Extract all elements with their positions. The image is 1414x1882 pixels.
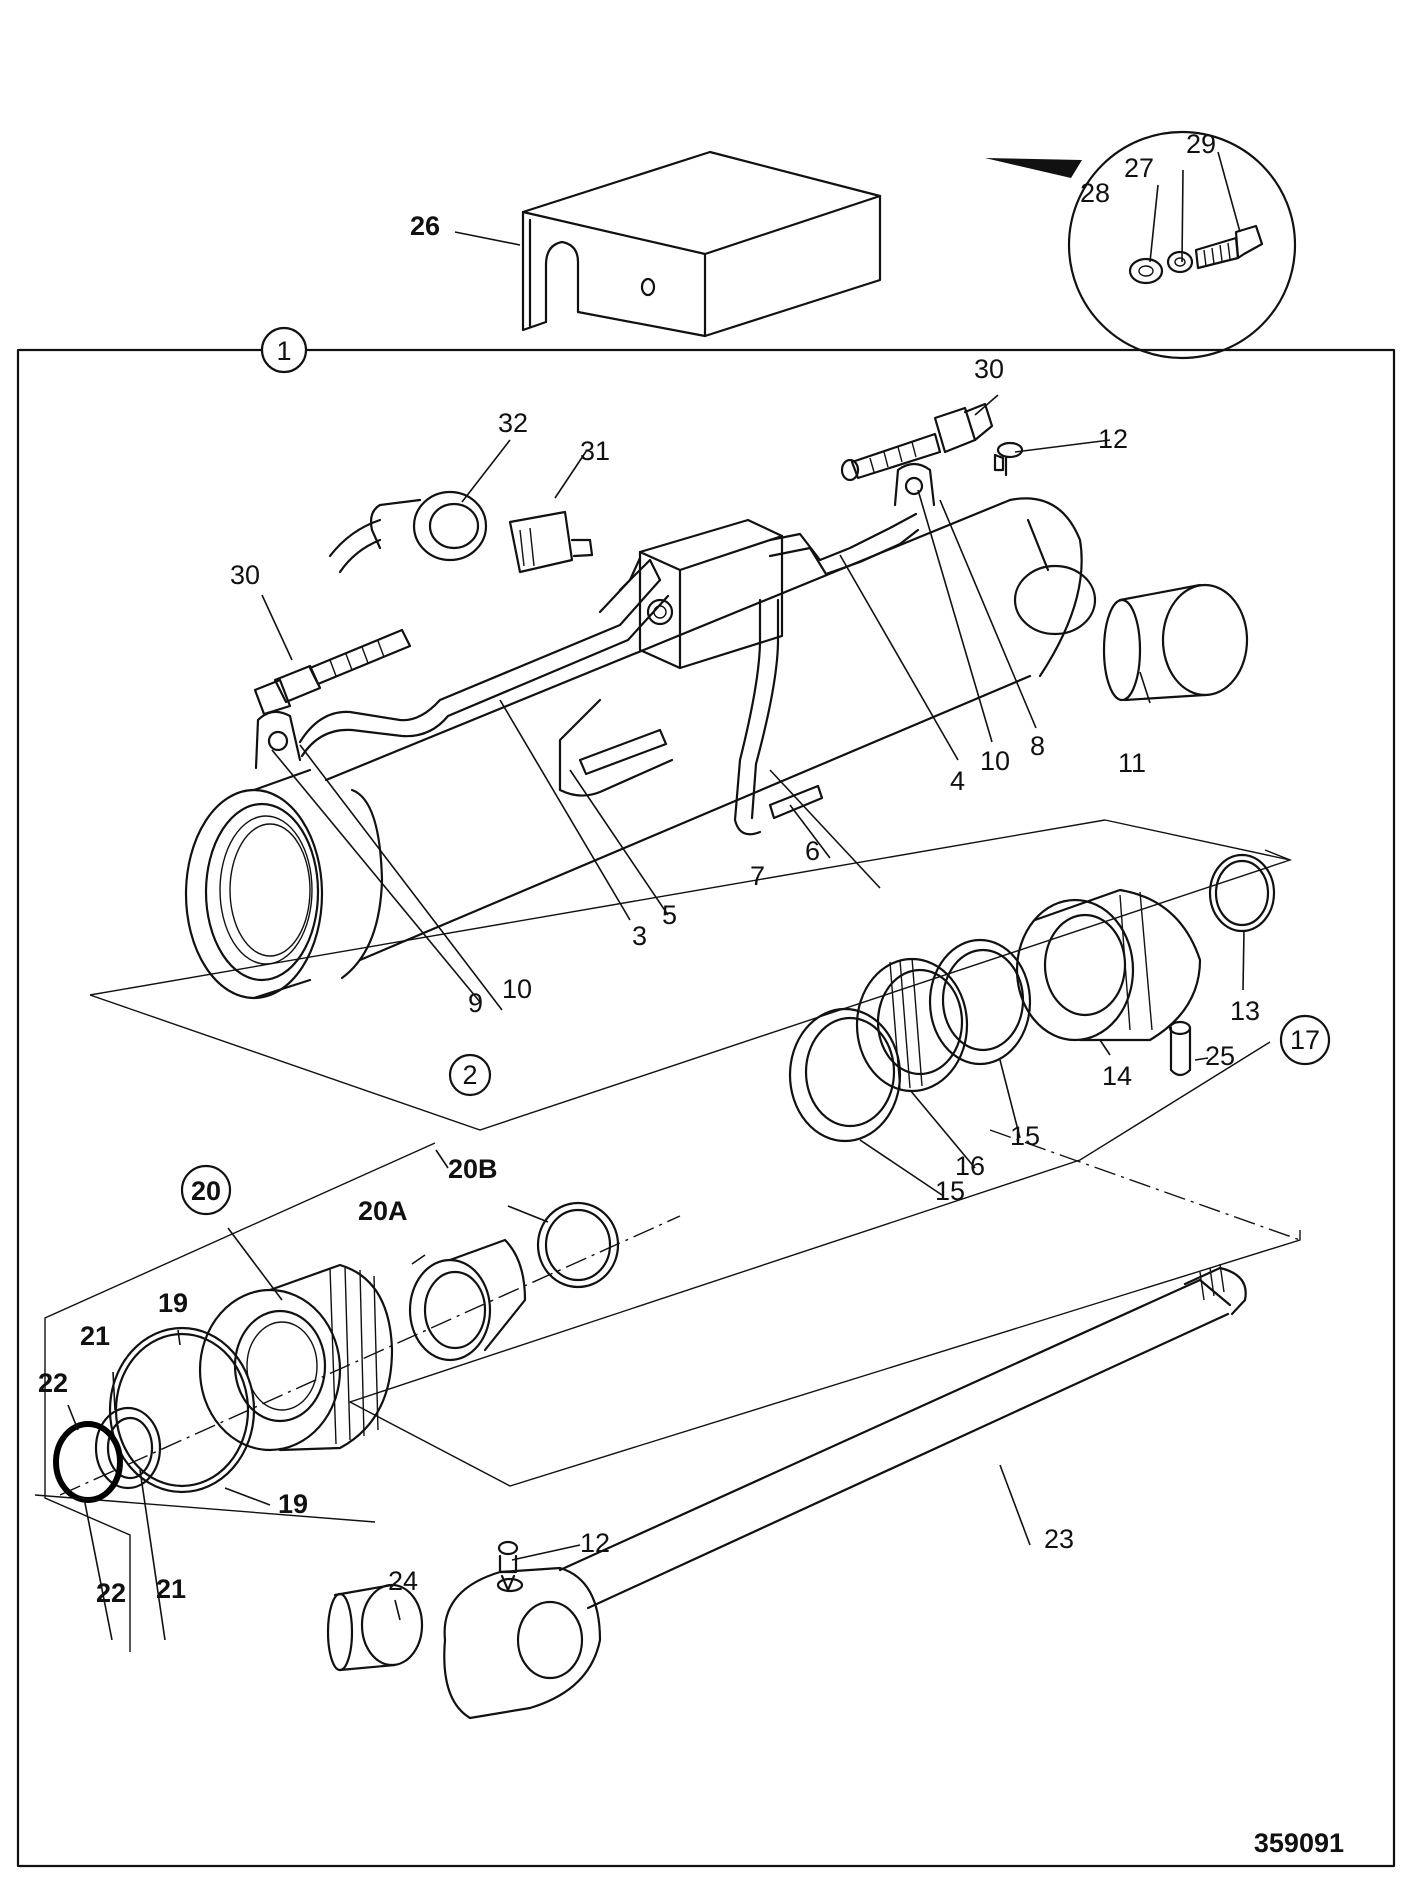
callout-circle [1279,1014,1331,1066]
cylinder-barrel [184,497,1097,1000]
callout-label: 25 [1205,1041,1235,1071]
relief-valve [253,628,412,716]
callout-label: 19 [158,1288,188,1318]
callout-label: 17 [1290,1025,1320,1055]
callout-label: 2 [462,1060,477,1090]
callout-label: 3 [632,921,647,951]
callout-label: 31 [580,436,610,466]
callout-label: 20 [191,1176,221,1206]
o-ring [1208,853,1276,933]
callout-label: 10 [980,746,1010,776]
piston-rod [558,1263,1247,1610]
callout-label: 11 [1118,748,1146,778]
callout-circle [260,326,308,374]
callout-label: 29 [1186,129,1216,159]
callout-label: 1 [276,336,291,366]
callout-label: 15 [1010,1121,1040,1151]
callout-label: 12 [1098,424,1128,454]
callout-label: 23 [1044,1524,1074,1554]
callout-label: 27 [1124,153,1154,183]
callout-label: 5 [662,900,677,930]
callout-circle [180,1164,232,1216]
dowel-pin [1168,1020,1192,1077]
figure-number: 359091 [1254,1828,1344,1858]
callout-label: 24 [388,1566,418,1596]
callout-label: 15 [935,1176,965,1206]
piston-group-outline [348,1041,1301,1487]
leader-lines [67,151,1245,1641]
callout-label: 21 [80,1321,110,1351]
wear-ring [788,1007,902,1143]
callout-label: 28 [1080,178,1110,208]
callout-label: 14 [1102,1061,1132,1091]
callout-label: 19 [278,1489,308,1519]
callout-label: 16 [955,1151,985,1181]
o-ring [108,1326,256,1494]
assembly-frame [16,348,1396,1868]
callout-label: 26 [410,211,440,241]
callout-label: 21 [156,1574,186,1604]
wiper-seal [94,1406,162,1490]
stud [578,728,824,820]
callout-label: 30 [230,560,260,590]
pressure-switch [508,510,594,574]
valve-block [638,518,784,670]
rod-eye [443,1566,602,1720]
relief-valve [840,402,994,482]
callout-label: 22 [38,1368,68,1398]
piston [1015,888,1202,1042]
pipe-assembly [298,512,920,836]
bolt-detail-inset [985,130,1297,360]
callout-label: 4 [950,766,965,796]
callout-label: 22 [96,1578,126,1608]
guard-cover [521,150,882,338]
callout-label: 20A [358,1196,408,1226]
bush [408,1238,527,1362]
barrel-ear [254,462,936,770]
bush [1102,583,1249,702]
seal-ring [928,938,1032,1066]
grease-nipple [497,1540,519,1592]
callout-label: 30 [974,354,1004,384]
callout-label: 6 [805,836,820,866]
callout-label: 32 [498,408,528,438]
callout-label: 9 [468,988,483,1018]
snap-ring [53,1421,123,1503]
callout-label: 7 [750,861,765,891]
grease-nipple [993,441,1024,477]
callout-circle [448,1053,492,1097]
circlip [536,1201,620,1289]
callout-label: 12 [580,1528,610,1558]
piston-seal [855,957,969,1093]
bush [326,1583,424,1672]
callout-label: 13 [1230,996,1260,1026]
gland [198,1263,394,1452]
callout-label: 20B [448,1154,498,1184]
gland-group-outline [44,1142,436,1652]
electrical-connector [328,490,488,574]
callout-label: 8 [1030,731,1045,761]
callout-label: 10 [502,974,532,1004]
